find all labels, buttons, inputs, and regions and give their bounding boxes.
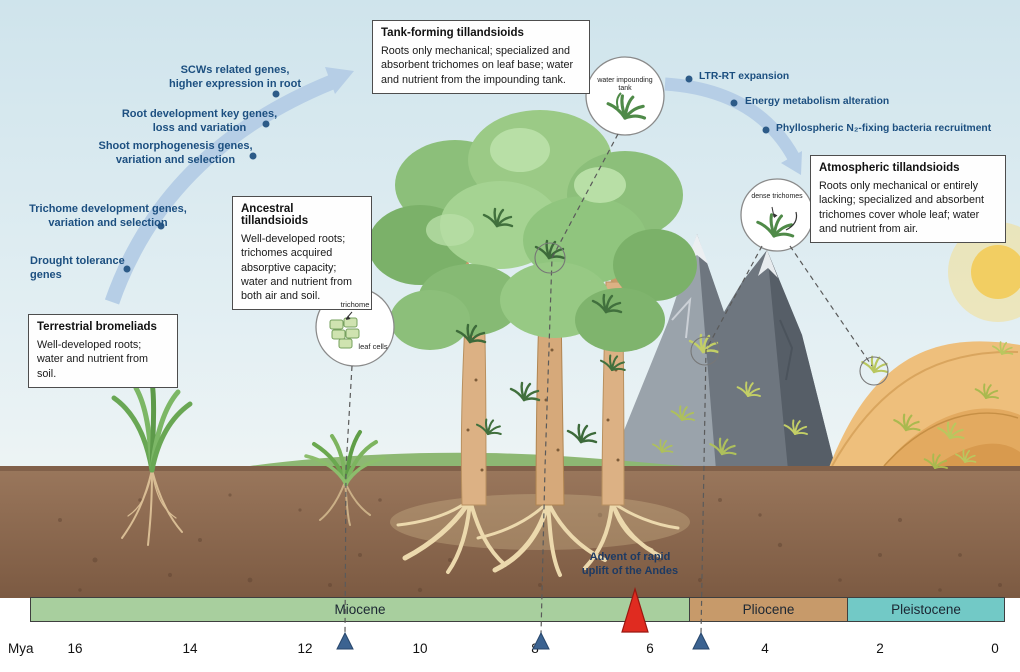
box-body: Roots only mechanical; specialized and a…: [381, 45, 574, 86]
annotation-trichome-development: Trichome development genes, variation an…: [29, 203, 187, 230]
box-title: Terrestrial bromeliads: [37, 321, 157, 333]
tick-16: 16: [67, 641, 83, 656]
tick-0: 0: [991, 641, 999, 656]
evolution-arrow-left: [104, 67, 354, 305]
ancestral-tillandsioids-box: Ancestral tillandsioids Well-developed r…: [232, 196, 372, 311]
box-body: Well-developed roots; water and nutrient…: [37, 339, 149, 380]
dense-trichomes-label: dense trichomes: [751, 193, 803, 200]
geologic-timeline: Miocene Pliocene Pleistocene: [30, 597, 1005, 622]
evolution-arrow-right: [664, 77, 802, 175]
trichome-label: trichome: [340, 300, 370, 309]
annotation-shoot-morphogenesis: Shoot morphogenesis genes, variation and…: [98, 140, 253, 167]
annotation-energy-metabolism: Energy metabolism alteration: [745, 96, 890, 107]
epoch-pliocene: Pliocene: [690, 597, 848, 622]
inset-dense-trichomes: [740, 178, 814, 252]
soil: [0, 466, 1020, 598]
tick-6: 6: [646, 641, 654, 656]
epoch-pleistocene: Pleistocene: [848, 597, 1005, 622]
box-title: Ancestral tillandsioids: [241, 203, 309, 227]
annotation-dots: [123, 75, 770, 273]
annotation-ltr-rt-expansion: LTR-RT expansion: [699, 71, 790, 82]
soil-surface: [0, 466, 1020, 471]
inset-water-tank: [585, 56, 665, 136]
box-title: Atmospheric tillandsioids: [819, 162, 960, 174]
epoch-miocene: Miocene: [30, 597, 690, 622]
atmospheric-tillandsioids-box: Atmospheric tillandsioids Roots only mec…: [810, 155, 1006, 243]
sun-icon: [948, 222, 1020, 322]
tick-4: 4: [761, 641, 769, 656]
box-title: Tank-forming tillandsioids: [381, 27, 524, 39]
terrestrial-plant: [111, 379, 193, 473]
tick-8: 8: [531, 641, 539, 656]
terrestrial-bromeliads-box: Terrestrial bromeliads Well-developed ro…: [28, 314, 178, 388]
tank-forming-tillandsioids-box: Tank-forming tillandsioids Roots only me…: [372, 20, 590, 94]
tick-2: 2: [876, 641, 884, 656]
desert-dunes: [828, 341, 1020, 470]
water-impounding-tank-label: water impounding tank: [597, 77, 653, 93]
tick-14: 14: [182, 641, 198, 656]
annotation-root-development: Root development key genes, loss and var…: [121, 108, 278, 135]
leaf-cells-label: leaf cells: [358, 342, 388, 351]
tick-12: 12: [297, 641, 313, 656]
annotation-scws-genes: SCWs related genes, higher expression in…: [168, 64, 302, 91]
box-body: Well-developed roots; trichomes acquired…: [241, 233, 353, 302]
annotation-drought-tolerance: Drought tolerance genes: [30, 255, 125, 282]
terrestrial-plant-roots: [121, 469, 183, 546]
andes-uplift-label: Advent of rapid uplift of the Andes: [581, 551, 679, 577]
tick-10: 10: [412, 641, 428, 656]
annotation-n2-fixing-bacteria: Phyllospheric N₂-fixing bacteria recruit…: [776, 123, 992, 134]
axis-unit-label: Mya: [8, 641, 34, 656]
box-body: Roots only mechanical or entirely lackin…: [819, 180, 985, 235]
